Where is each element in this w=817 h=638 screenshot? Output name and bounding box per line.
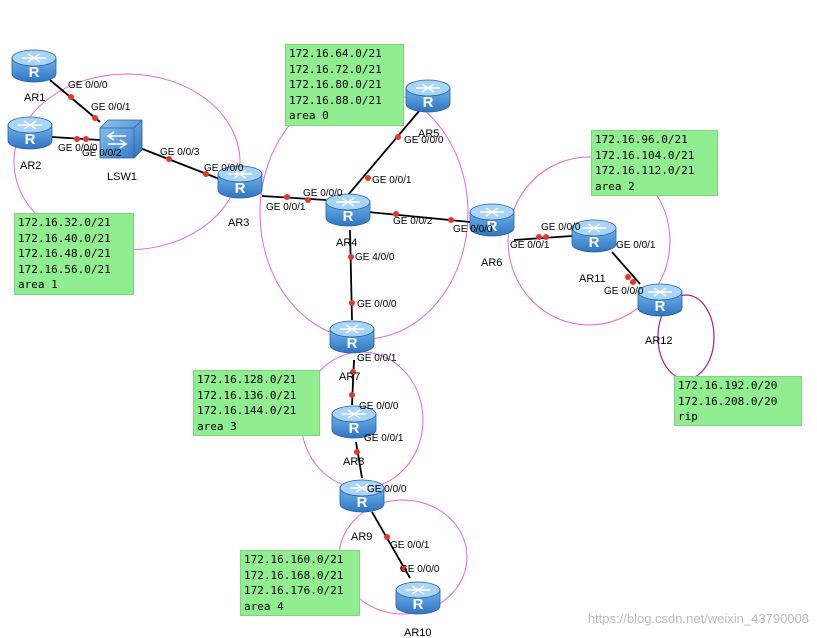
watermark: https://blog.csdn.net/weixin_43790008 [587,611,809,626]
port-label: GE 0/0/2 [393,216,433,227]
note-line: 172.16.88.0/21 [289,93,382,107]
note-area-3: 172.16.128.0/21 172.16.136.0/21 172.16.1… [193,370,320,436]
port-label: GE 0/0/2 [82,148,122,159]
device-label-ar5: AR5 [418,128,439,140]
port-label: GE 0/0/0 [204,163,244,174]
device-label-ar11: AR11 [579,273,606,285]
port-label: GE 0/0/0 [453,224,493,235]
note-line: area 2 [595,179,635,193]
note-area-1: 172.16.32.0/21 172.16.40.0/21 172.16.48.… [14,213,134,295]
device-label-ar12: AR12 [645,335,673,347]
note-line: rip [678,410,698,423]
switch-icon-lsw1[interactable] [99,119,143,159]
note-line: 172.16.104.0/21 [595,148,695,162]
port-label: GE 0/0/0 [604,286,644,297]
link-ar11-ar12 [611,251,641,285]
note-rip: 172.16.192.0/20 172.16.208.0/20 rip [674,376,802,426]
note-line: 172.16.48.0/21 [18,247,111,260]
link-ar4-ar5 [347,109,421,196]
device-label-ar6: AR6 [481,257,502,269]
device-label-ar3: AR3 [228,217,249,229]
port-label: GE 0/0/0 [404,135,444,146]
link-ar6-ar11 [513,235,573,241]
link-ar1-lsw1 [49,79,101,123]
port-label: GE 0/0/0 [400,564,440,575]
note-line: 172.16.168.0/21 [244,568,344,582]
router-icon-ar2[interactable] [7,116,53,150]
note-line: 172.16.96.0/21 [595,133,688,146]
note-line: 172.16.136.0/21 [197,388,297,402]
note-line: area 1 [18,278,58,291]
router-icon-ar1[interactable] [11,49,57,83]
note-line: 172.16.176.0/21 [244,584,344,597]
note-line: 172.16.192.0/20 [678,379,778,392]
area-2-circle [507,156,671,326]
router-icon-ar12[interactable] [637,283,683,317]
note-line: 172.16.32.0/21 [18,216,111,229]
link-ar8-ar9 [355,441,363,479]
port-label: GE 0/0/0 [68,80,108,91]
port-label: GE 0/0/1 [357,353,397,364]
note-line: 172.16.72.0/21 [289,62,382,76]
note-line: area 4 [244,599,284,613]
port-label: GE 0/0/1 [390,540,430,551]
port-label: GE 0/0/1 [372,175,412,186]
router-icon-ar5[interactable] [405,79,451,113]
note-line: 172.16.160.0/21 [244,553,344,566]
port-label: GE 4/0/0 [355,252,395,263]
port-label: GE 0/0/1 [266,202,306,213]
port-label: GE 0/0/0 [357,299,397,310]
device-label-ar2: AR2 [20,160,41,172]
device-label-ar7: AR7 [339,371,360,383]
port-label: GE 0/0/0 [58,143,98,154]
link-ar3-ar4 [261,195,327,201]
router-icon-ar10[interactable] [395,581,441,615]
port-label: GE 0/0/1 [364,433,404,444]
note-line: 172.16.144.0/21 [197,404,297,417]
note-area-4: 172.16.160.0/21 172.16.168.0/21 172.16.1… [240,550,360,616]
port-label: GE 0/0/0 [367,484,407,495]
port-label: GE 0/0/1 [91,102,131,113]
note-line: 172.16.128.0/21 [197,373,297,386]
router-icon-ar7[interactable] [329,320,375,354]
note-line: 172.16.80.0/21 [289,78,382,91]
note-line: 172.16.208.0/20 [678,394,778,408]
port-label: GE 0/0/3 [160,147,200,158]
device-label-ar1: AR1 [24,92,45,104]
device-label-ar10: AR10 [404,627,432,638]
port-label: GE 0/0/0 [541,222,581,233]
note-area-0: 172.16.64.0/21 172.16.72.0/21 172.16.80.… [285,44,404,126]
note-line: area 3 [197,419,237,433]
device-label-ar9: AR9 [351,531,372,543]
device-label-ar8: AR8 [343,456,364,468]
note-line: 172.16.56.0/21 [18,262,111,276]
device-label-lsw1: LSW1 [107,171,137,183]
note-line: 172.16.112.0/21 [595,164,695,177]
port-label: GE 0/0/0 [359,401,399,412]
device-label-ar4: AR4 [336,237,357,249]
note-line: 172.16.64.0/21 [289,47,382,60]
note-line: area 0 [289,109,329,122]
port-label: GE 0/0/0 [303,188,343,199]
port-dots [68,94,636,571]
port-label: GE 0/0/1 [510,240,550,251]
note-line: 172.16.40.0/21 [18,231,111,245]
note-area-2: 172.16.96.0/21 172.16.104.0/21 172.16.11… [591,130,718,196]
port-label: GE 0/0/1 [616,240,656,251]
